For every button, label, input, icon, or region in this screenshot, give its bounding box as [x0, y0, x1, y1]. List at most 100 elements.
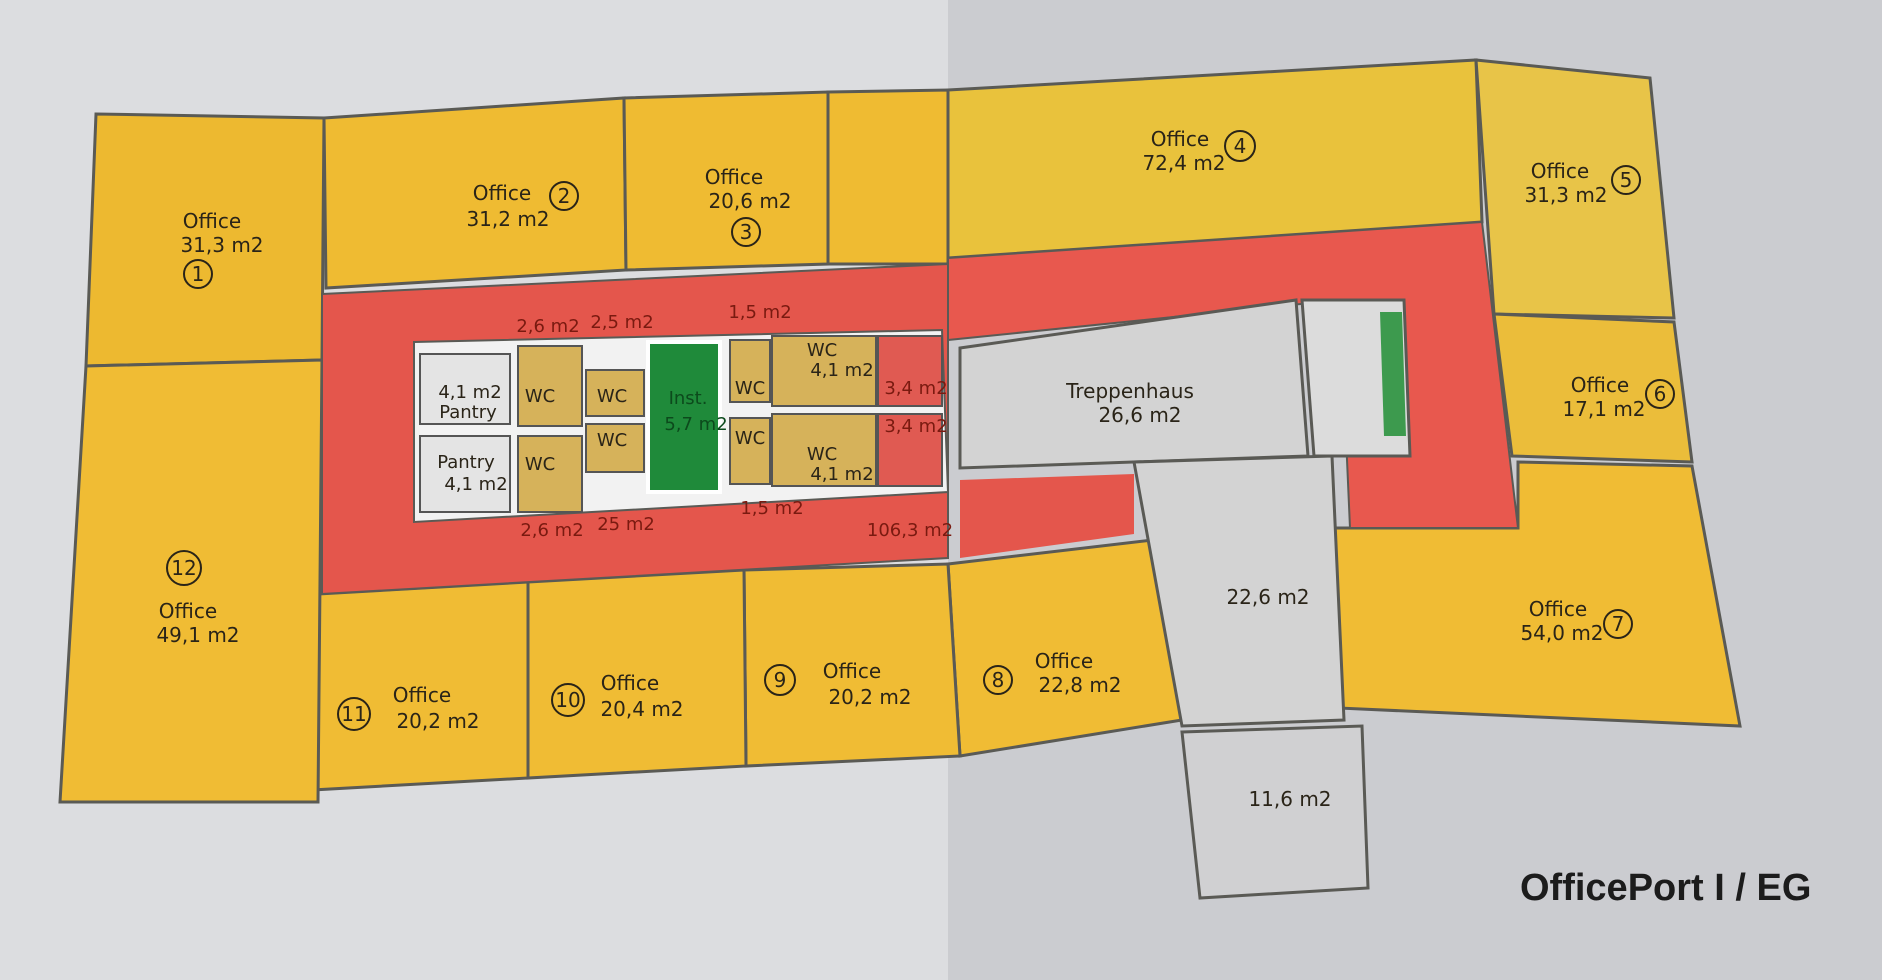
- small-room-a: [877, 335, 943, 407]
- wc-2: [585, 369, 645, 417]
- wc-area-a: 2,6 m2: [516, 316, 579, 337]
- wc-area-e: 1,5 m2: [728, 302, 791, 323]
- office-4-area: 72,4 m2: [1142, 151, 1225, 175]
- office-9-label: Office: [823, 659, 881, 683]
- office-9-number: 9: [774, 668, 787, 692]
- lobby-area: 22,6 m2: [1226, 585, 1309, 609]
- stair-label: Treppenhaus: [1065, 379, 1194, 403]
- office-10-label: Office: [601, 671, 659, 695]
- office-3-number-badge: [731, 217, 761, 247]
- wc-7: [771, 335, 877, 407]
- office-5-number: 5: [1620, 168, 1633, 192]
- office-1-number-badge: [183, 259, 213, 289]
- office-1-label: Office: [183, 209, 241, 233]
- install-label: Inst.: [669, 388, 708, 409]
- office-10-area: 20,4 m2: [600, 697, 683, 721]
- office-3-label: Office: [705, 165, 763, 189]
- wc-area-f: 1,5 m2: [740, 498, 803, 519]
- office-6-area: 17,1 m2: [1562, 397, 1645, 421]
- office-8-number-badge: [983, 665, 1013, 695]
- wc-5: [729, 339, 771, 403]
- wc-8-label: WC: [807, 444, 837, 465]
- office-12-label: Office: [159, 599, 217, 623]
- office-8: [946, 536, 1184, 758]
- stair-area: 26,6 m2: [1098, 403, 1181, 427]
- office-small: [826, 88, 950, 266]
- office-11-area: 20,2 m2: [396, 709, 479, 733]
- entry: [1180, 724, 1370, 900]
- wc-5-label: WC: [735, 378, 765, 399]
- office-6-number-badge: [1645, 379, 1675, 409]
- pantry-top-label: Pantry: [439, 402, 497, 423]
- office-3-area: 20,6 m2: [708, 189, 791, 213]
- office-10-number-badge: [551, 683, 585, 717]
- corridor-lower: [960, 474, 1134, 558]
- wc-area-c: 2,6 m2: [520, 520, 583, 541]
- office-9-area: 20,2 m2: [828, 685, 911, 709]
- office-5-number-badge: [1611, 165, 1641, 195]
- entry-area: 11,6 m2: [1248, 787, 1331, 811]
- lift-green-strip: [1380, 312, 1406, 436]
- wc-4-label: WC: [597, 430, 627, 451]
- small-room-b-area: 3,4 m2: [884, 416, 947, 437]
- pantry-bottom: [419, 435, 511, 513]
- office-12-area: 49,1 m2: [156, 623, 239, 647]
- office-4-number: 4: [1234, 134, 1247, 158]
- office-2-label: Office: [473, 181, 531, 205]
- corridor-area: 106,3 m2: [867, 520, 953, 541]
- office-1-area: 31,3 m2: [180, 233, 263, 257]
- small-room-a-area: 3,4 m2: [884, 378, 947, 399]
- wc-7-label: WC: [807, 340, 837, 361]
- office-12: [58, 358, 324, 804]
- wc-8-area: 4,1 m2: [810, 464, 873, 485]
- pantry-top-area: 4,1 m2: [438, 382, 501, 403]
- office-5-area: 31,3 m2: [1524, 183, 1607, 207]
- office-8-label: Office: [1035, 649, 1093, 673]
- office-5: [1474, 58, 1676, 320]
- office-2-number-badge: [549, 181, 579, 211]
- office-3-number: 3: [740, 220, 753, 244]
- wc-8: [771, 413, 877, 487]
- office-12-number-badge: [166, 550, 202, 586]
- office-4-label: Office: [1151, 127, 1209, 151]
- office-7-area: 54,0 m2: [1520, 621, 1603, 645]
- office-5-label: Office: [1531, 159, 1589, 183]
- wc-area-d: 25 m2: [597, 514, 655, 535]
- office-12-number: 12: [171, 556, 196, 580]
- office-2-number: 2: [558, 184, 571, 208]
- small-room-b: [877, 413, 943, 487]
- lobby: [1132, 454, 1346, 728]
- office-7-number: 7: [1612, 612, 1625, 636]
- office-1-number: 1: [192, 262, 205, 286]
- wc-3-label: WC: [525, 454, 555, 475]
- office-11-number-badge: [337, 697, 371, 731]
- pantry-top: [419, 353, 511, 425]
- office-7-label: Office: [1529, 597, 1587, 621]
- office-6: [1492, 312, 1694, 464]
- office-11-label: Office: [393, 683, 451, 707]
- office-9-number-badge: [764, 664, 796, 696]
- office-6-number: 6: [1654, 382, 1667, 406]
- office-2-area: 31,2 m2: [466, 207, 549, 231]
- wc-7-area: 4,1 m2: [810, 360, 873, 381]
- install-area: 5,7 m2: [664, 414, 727, 435]
- office-4-number-badge: [1224, 130, 1256, 162]
- wc-6-label: WC: [735, 428, 765, 449]
- wc-3: [517, 435, 583, 513]
- office-7-number-badge: [1603, 609, 1633, 639]
- office-8-area: 22,8 m2: [1038, 673, 1121, 697]
- pantry-bottom-label: Pantry: [437, 452, 495, 473]
- wc-6: [729, 417, 771, 485]
- office-8-number: 8: [992, 668, 1005, 692]
- wc-area-b: 2,5 m2: [590, 312, 653, 333]
- office-6-label: Office: [1571, 373, 1629, 397]
- office-11-number: 11: [341, 702, 366, 726]
- wc-1-label: WC: [525, 386, 555, 407]
- wc-2-label: WC: [597, 386, 627, 407]
- install-room: [646, 340, 722, 494]
- office-10-number: 10: [555, 688, 580, 712]
- plan-title: OfficePort I / EG: [1520, 867, 1811, 909]
- wc-1: [517, 345, 583, 427]
- pantry-bottom-area: 4,1 m2: [444, 474, 507, 495]
